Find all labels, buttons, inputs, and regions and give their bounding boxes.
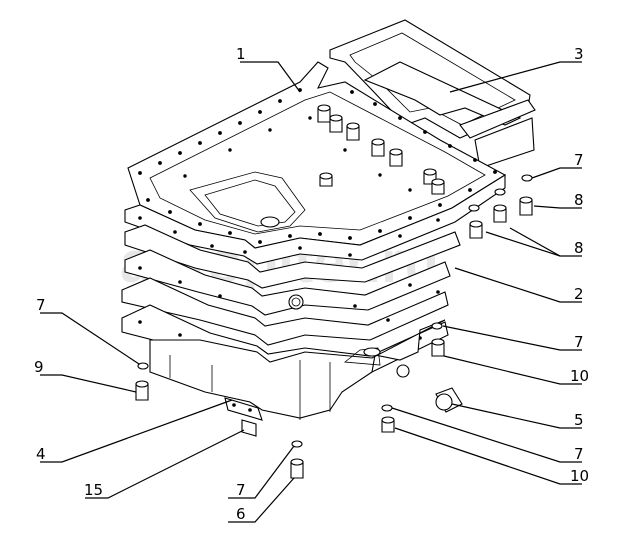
oil-pan-4 xyxy=(149,319,446,437)
gasket-2-bolt-holes xyxy=(138,216,440,366)
callout-10: 10 xyxy=(570,467,589,485)
leader-lines xyxy=(40,61,582,523)
cover-bosses xyxy=(260,104,445,228)
callout-8: 8 xyxy=(574,239,584,257)
callout-7: 7 xyxy=(574,445,584,463)
callout-numbers: 1 3 7 8 8 2 7 10 5 7 10 7 9 4 15 7 6 xyxy=(34,45,589,523)
callout-9: 9 xyxy=(34,358,44,376)
fasteners-left xyxy=(135,362,304,479)
callout-7: 7 xyxy=(574,333,584,351)
callout-7: 7 xyxy=(36,296,46,314)
callout-4: 4 xyxy=(36,445,46,463)
callout-3: 3 xyxy=(574,45,584,63)
callout-7: 7 xyxy=(574,151,584,169)
drain-plug-5 xyxy=(396,364,463,413)
gasket-1-bolt-holes xyxy=(138,88,497,244)
callout-5: 5 xyxy=(574,411,584,429)
callout-8: 8 xyxy=(574,191,584,209)
callout-15: 15 xyxy=(84,481,103,499)
callout-1: 1 xyxy=(236,45,246,63)
callout-2: 2 xyxy=(574,285,584,303)
callout-6: 6 xyxy=(236,505,246,523)
gasket-plate-3 xyxy=(329,19,536,169)
callout-10: 10 xyxy=(570,367,589,385)
callout-7: 7 xyxy=(236,481,246,499)
